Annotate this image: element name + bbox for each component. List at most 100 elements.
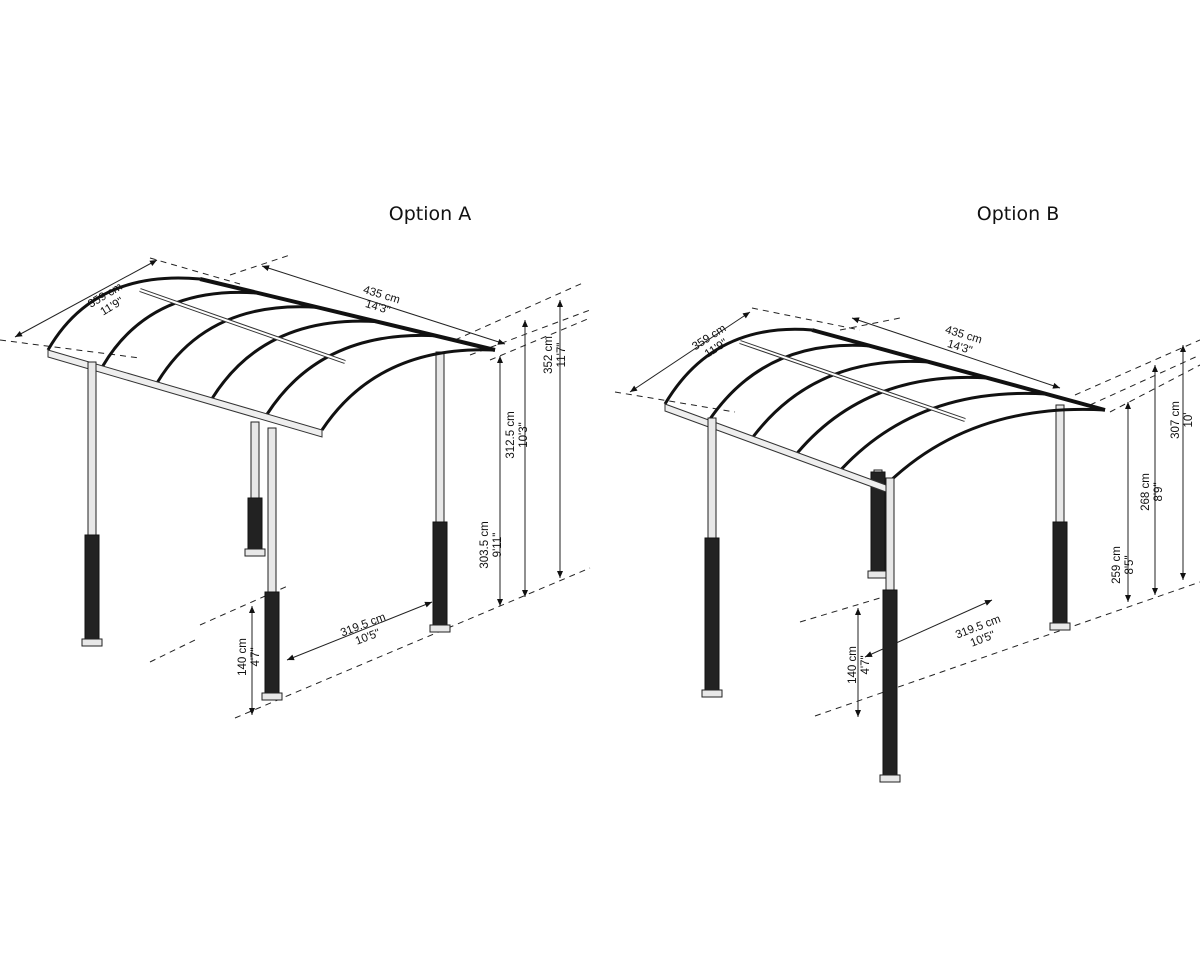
top-height-cm: 352 cm xyxy=(543,336,555,374)
arrowhead-icon xyxy=(855,608,861,615)
base-height-ft: 4'7" xyxy=(250,647,262,666)
option-a-title: Option A xyxy=(389,203,471,225)
dimension-arrow xyxy=(629,311,751,393)
post-foot xyxy=(81,638,103,647)
arrowhead-icon xyxy=(1125,402,1131,409)
extension-line xyxy=(1089,354,1200,406)
arrowhead-icon xyxy=(1180,573,1186,580)
post xyxy=(707,417,717,539)
post-foot xyxy=(1049,622,1071,631)
post xyxy=(435,351,445,523)
front-beam xyxy=(664,403,887,493)
arrowhead-icon xyxy=(630,385,638,392)
roof-rafter xyxy=(46,276,201,351)
arrowhead-icon xyxy=(249,606,255,613)
top-height-ft: 11'7" xyxy=(556,343,568,368)
post xyxy=(1055,404,1065,523)
arrowhead-icon xyxy=(522,590,528,597)
extension-line xyxy=(454,281,586,341)
option-b-length-label: 435 cm 14'3" xyxy=(944,324,984,357)
arrowhead-icon xyxy=(1152,365,1158,372)
mid-height-cm: 312.5 cm xyxy=(505,411,517,458)
dimension-arrow xyxy=(14,259,158,338)
arrowhead-icon xyxy=(497,599,503,606)
option-a-post-spacing-label: 319.5 cm 10'5" xyxy=(339,611,387,647)
roof-rafter xyxy=(101,290,260,367)
base-height-ft: 4'7" xyxy=(860,655,872,674)
post xyxy=(885,477,895,591)
dimension-arrow xyxy=(851,317,1061,389)
rear-beam xyxy=(199,277,496,352)
arrowhead-icon xyxy=(15,331,23,337)
extension-line xyxy=(149,257,241,285)
roof-rafter xyxy=(707,343,871,422)
dimension-arrow xyxy=(286,601,433,661)
arrowhead-icon xyxy=(557,300,563,307)
roof-purlin-highlight xyxy=(139,289,346,363)
roof-rafter xyxy=(211,319,378,399)
post-base xyxy=(704,537,720,692)
roof-rafter xyxy=(752,359,930,438)
post-foot xyxy=(879,774,901,783)
arrowhead-icon xyxy=(1152,588,1158,595)
roof-rafter xyxy=(265,333,437,415)
post xyxy=(267,427,277,593)
option-a-length-label: 435 cm 14'3" xyxy=(362,284,402,317)
roof-rafter xyxy=(156,305,319,383)
arrowhead-icon xyxy=(497,339,505,345)
extension-line xyxy=(489,317,591,361)
arrowhead-icon xyxy=(287,654,295,661)
extension-line xyxy=(814,581,1200,717)
post-base xyxy=(882,589,898,777)
arrowhead-icon xyxy=(984,600,992,606)
roof-rafter xyxy=(840,391,1047,470)
top-height-ft: 10' xyxy=(1183,413,1195,428)
arrowhead-icon xyxy=(1125,595,1131,602)
post-base xyxy=(432,521,448,627)
arrowhead-icon xyxy=(149,260,157,266)
option-b-base-height-label: 140 cm 4'7" xyxy=(847,646,872,684)
extension-line xyxy=(799,594,891,623)
arrowhead-icon xyxy=(852,317,860,324)
post-foot xyxy=(701,689,723,698)
extension-line xyxy=(234,567,591,719)
arrowhead-icon xyxy=(249,708,255,715)
extension-line xyxy=(0,339,141,359)
post-foot xyxy=(244,548,266,557)
dimension-arrow xyxy=(261,265,506,345)
arrowhead-icon xyxy=(1052,382,1060,389)
roof-purlin-highlight xyxy=(739,341,966,421)
arrowhead-icon xyxy=(865,651,873,657)
arrowhead-icon xyxy=(742,312,750,319)
base-height-cm: 140 cm xyxy=(847,646,859,684)
post xyxy=(250,421,260,499)
post-foot xyxy=(261,692,283,701)
top-height-cm: 307 cm xyxy=(1170,401,1182,439)
post-base xyxy=(84,534,100,641)
low-height-ft: 8'5" xyxy=(1124,555,1136,574)
extension-line xyxy=(1109,364,1200,413)
option-a-low-height-label: 303.5 cm 9'11" xyxy=(479,521,504,568)
low-height-cm: 259 cm xyxy=(1111,546,1123,584)
front-beam xyxy=(47,349,323,438)
post-base xyxy=(247,497,263,551)
post xyxy=(87,361,97,536)
post-base xyxy=(1052,521,1068,625)
arrowhead-icon xyxy=(497,356,503,363)
option-a-base-height-label: 140 cm 4'7" xyxy=(237,638,262,676)
base-height-cm: 140 cm xyxy=(237,638,249,676)
low-height-cm: 303.5 cm xyxy=(479,521,491,568)
dimension-arrow xyxy=(864,599,993,658)
mid-height-cm: 268 cm xyxy=(1140,473,1152,511)
post-foot xyxy=(867,570,889,579)
pergola-option-a-drawing xyxy=(0,254,591,719)
roof-rafter xyxy=(663,327,813,405)
mid-height-ft: 10'3" xyxy=(518,422,530,447)
extension-line xyxy=(751,307,861,331)
arrowhead-icon xyxy=(1180,345,1186,352)
post-base xyxy=(264,591,280,695)
roof-rafter xyxy=(884,407,1106,487)
extension-line xyxy=(614,391,736,413)
low-height-ft: 9'11" xyxy=(492,533,504,558)
